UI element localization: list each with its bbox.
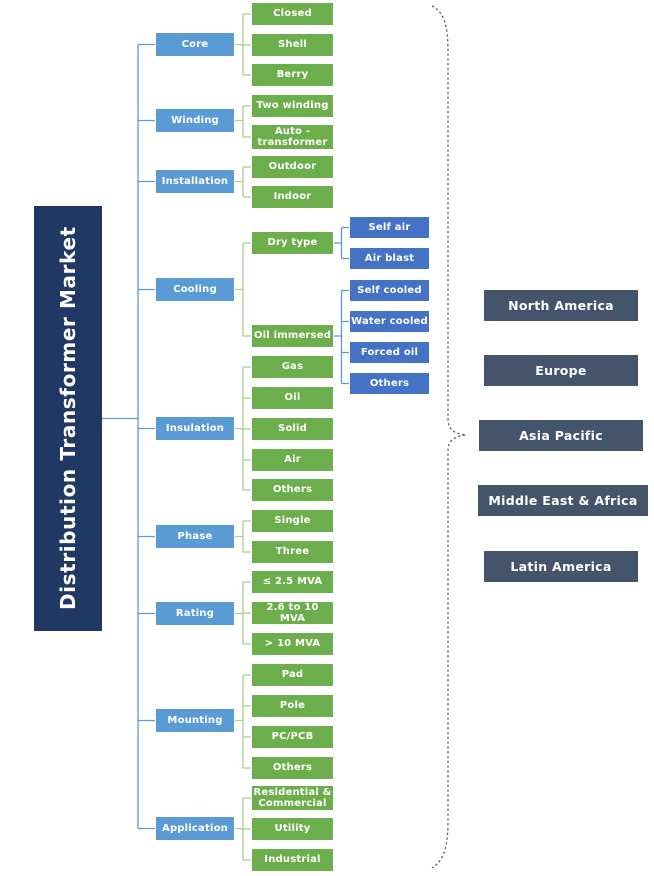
segment-winding[interactable]: Winding	[155, 108, 235, 133]
segment-core[interactable]: Core	[155, 32, 235, 57]
subsegment-outdoor[interactable]: Outdoor	[251, 155, 334, 179]
region-north-america[interactable]: North America	[483, 289, 639, 322]
segment-rating[interactable]: Rating	[155, 601, 235, 626]
subsegment-oil-immersed[interactable]: Oil immersed	[251, 324, 334, 348]
subsegment-air[interactable]: Air	[251, 448, 334, 472]
subsubsegment-forced-oil[interactable]: Forced oil	[349, 341, 430, 364]
subsegment-solid[interactable]: Solid	[251, 417, 334, 441]
subsegment-auto-transformer[interactable]: Auto -transformer	[251, 124, 334, 150]
subsegment-residential-commercial[interactable]: Residential &Commercial	[251, 785, 334, 811]
subsegment-pc-pcb[interactable]: PC/PCB	[251, 725, 334, 749]
subsegment-others[interactable]: Others	[251, 756, 334, 780]
subsegment-gas[interactable]: Gas	[251, 355, 334, 379]
segment-insulation[interactable]: Insulation	[155, 416, 235, 441]
segment-mounting[interactable]: Mounting	[155, 708, 235, 733]
segment-application[interactable]: Application	[155, 816, 235, 841]
subsubsegment-air-blast[interactable]: Air blast	[349, 247, 430, 270]
subsubsegment-self-cooled[interactable]: Self cooled	[349, 279, 430, 302]
subsegment-dry-type[interactable]: Dry type	[251, 231, 334, 255]
segment-cooling[interactable]: Cooling	[155, 277, 235, 302]
subsegment-industrial[interactable]: Industrial	[251, 848, 334, 872]
segment-phase[interactable]: Phase	[155, 524, 235, 549]
subsegment-others[interactable]: Others	[251, 478, 334, 502]
subsegment-closed[interactable]: Closed	[251, 2, 334, 26]
subsegment-three[interactable]: Three	[251, 540, 334, 564]
subsegment-pad[interactable]: Pad	[251, 663, 334, 687]
root-node[interactable]: Distribution Transformer Market	[34, 206, 102, 631]
region-europe[interactable]: Europe	[483, 354, 639, 387]
subsegment-two-winding[interactable]: Two winding	[251, 94, 334, 118]
subsubsegment-others[interactable]: Others	[349, 372, 430, 395]
region-asia-pacific[interactable]: Asia Pacific	[478, 419, 644, 452]
region-brace	[431, 5, 467, 869]
segment-installation[interactable]: Installation	[155, 169, 235, 194]
subsegment-pole[interactable]: Pole	[251, 694, 334, 718]
region-middle-east-africa[interactable]: Middle East & Africa	[477, 484, 649, 517]
subsegment-10-mva[interactable]: > 10 MVA	[251, 632, 334, 656]
region-latin-america[interactable]: Latin America	[483, 550, 639, 583]
subsegment-berry[interactable]: Berry	[251, 63, 334, 87]
subsubsegment-water-cooled[interactable]: Water cooled	[349, 310, 430, 333]
subsubsegment-self-air[interactable]: Self air	[349, 216, 430, 239]
subsegment-2-5-mva[interactable]: ≤ 2.5 MVA	[251, 570, 334, 594]
subsegment-single[interactable]: Single	[251, 509, 334, 533]
subsegment-utility[interactable]: Utility	[251, 817, 334, 841]
subsegment-oil[interactable]: Oil	[251, 386, 334, 410]
subsegment-indoor[interactable]: Indoor	[251, 185, 334, 209]
subsegment-2-6-to-10-mva[interactable]: 2.6 to 10 MVA	[251, 601, 334, 625]
subsegment-shell[interactable]: Shell	[251, 33, 334, 57]
